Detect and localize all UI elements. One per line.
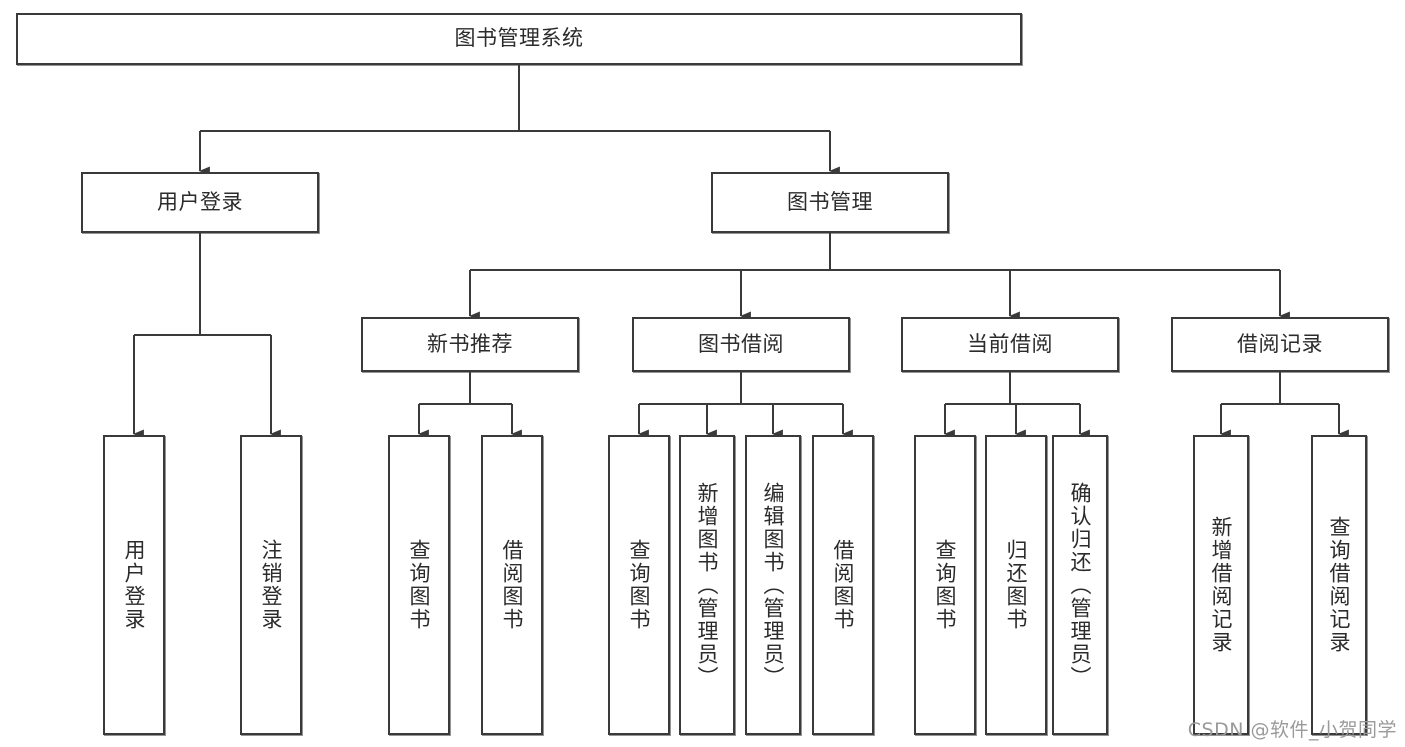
node-label: 图书借阅	[698, 331, 784, 356]
node-label: 新增借阅记录	[1209, 516, 1234, 654]
node-leaf-2[interactable]: 注销登录	[240, 435, 302, 735]
node-label: 借阅图书	[831, 539, 856, 631]
node-label: 查询图书	[933, 539, 958, 631]
node-label: 确认归还（管理员）	[1068, 481, 1093, 689]
node-label: 当前借阅	[967, 331, 1053, 356]
node-label: 用户登录	[157, 189, 243, 214]
node-label: 查询图书	[407, 539, 432, 631]
node-label: 图书管理	[787, 189, 873, 214]
node-login[interactable]: 用户登录	[81, 172, 319, 233]
node-leaf-3[interactable]: 查询图书	[388, 435, 450, 735]
node-leaf-6[interactable]: 新增图书（管理员）	[679, 435, 735, 735]
node-label: 图书管理系统	[454, 26, 584, 51]
node-label: 借阅图书	[500, 539, 525, 631]
node-bookmgmt[interactable]: 图书管理	[711, 172, 949, 233]
node-current[interactable]: 当前借阅	[901, 317, 1119, 372]
node-leaf-7[interactable]: 编辑图书（管理员）	[745, 435, 801, 735]
node-leaf-10[interactable]: 归还图书	[985, 435, 1047, 735]
node-root[interactable]: 图书管理系统	[16, 13, 1022, 65]
watermark-text: CSDN @软件_小贺同学	[1187, 719, 1397, 741]
node-records[interactable]: 借阅记录	[1171, 317, 1389, 372]
node-borrow[interactable]: 图书借阅	[632, 317, 850, 372]
node-leaf-5[interactable]: 查询图书	[608, 435, 670, 735]
node-label: 归还图书	[1004, 539, 1029, 631]
node-label: 新增图书（管理员）	[695, 481, 720, 689]
node-label: 查询图书	[627, 539, 652, 631]
node-leaf-13[interactable]: 查询借阅记录	[1311, 435, 1367, 735]
node-leaf-9[interactable]: 查询图书	[914, 435, 976, 735]
node-label: 新书推荐	[427, 331, 513, 356]
node-leaf-12[interactable]: 新增借阅记录	[1193, 435, 1249, 735]
node-label: 借阅记录	[1237, 331, 1323, 356]
node-leaf-4[interactable]: 借阅图书	[481, 435, 543, 735]
node-leaf-8[interactable]: 借阅图书	[812, 435, 874, 735]
node-label: 用户登录	[122, 539, 147, 631]
node-label: 注销登录	[259, 539, 284, 631]
node-label: 查询借阅记录	[1327, 516, 1352, 654]
node-label: 编辑图书（管理员）	[761, 481, 786, 689]
node-leaf-11[interactable]: 确认归还（管理员）	[1052, 435, 1108, 735]
node-newbook[interactable]: 新书推荐	[361, 317, 579, 372]
node-leaf-1[interactable]: 用户登录	[103, 435, 165, 735]
